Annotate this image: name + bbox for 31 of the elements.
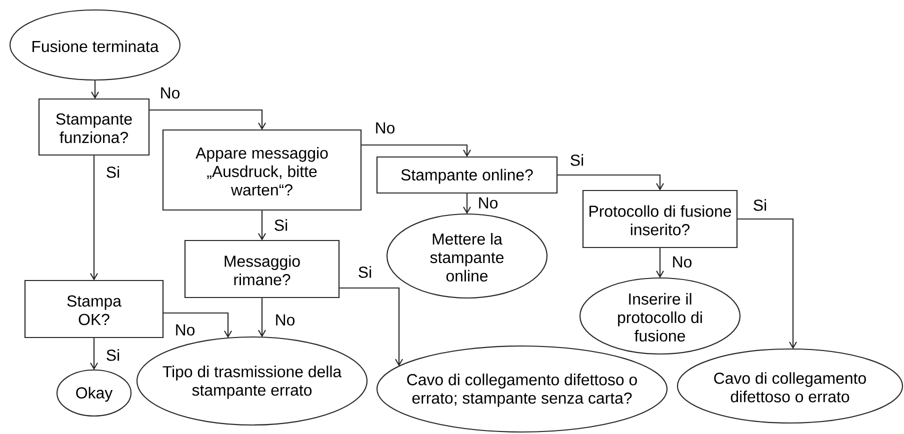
process-box: Stampante online? (376, 156, 558, 194)
arrow (656, 248, 664, 278)
arrow (90, 338, 98, 370)
edge-label: No (374, 121, 396, 135)
process-box: Protocollo di fusione inserito? (582, 190, 738, 248)
edge-label: Si (356, 265, 374, 279)
arrow (463, 194, 471, 214)
process-box: Stampa OK? (24, 280, 164, 338)
arrow (91, 80, 99, 99)
edge-label: Si (568, 153, 586, 167)
edge-label: No (158, 86, 182, 100)
arrow (738, 218, 797, 349)
arrow (340, 287, 403, 366)
arrow (90, 156, 98, 280)
edge-label: Si (104, 348, 122, 362)
arrow (558, 174, 664, 190)
edge-label: Si (752, 198, 768, 212)
edge-label: Si (104, 165, 122, 179)
process-box: Appare messaggio „Ausdruck, bitte warten“? (162, 129, 362, 211)
edge-label: No (476, 196, 500, 210)
edge-label: Si (272, 218, 290, 232)
arrow (258, 210, 266, 240)
arrow (150, 109, 266, 130)
edge-label: No (174, 323, 196, 337)
arrow (164, 312, 232, 338)
edge-label: No (670, 255, 694, 269)
arrow (362, 144, 471, 157)
arrow (258, 298, 266, 338)
process-box: Stampante funziona? (38, 98, 150, 156)
process-box: Messaggio rimane? (184, 240, 340, 298)
edge-label: No (274, 313, 296, 327)
